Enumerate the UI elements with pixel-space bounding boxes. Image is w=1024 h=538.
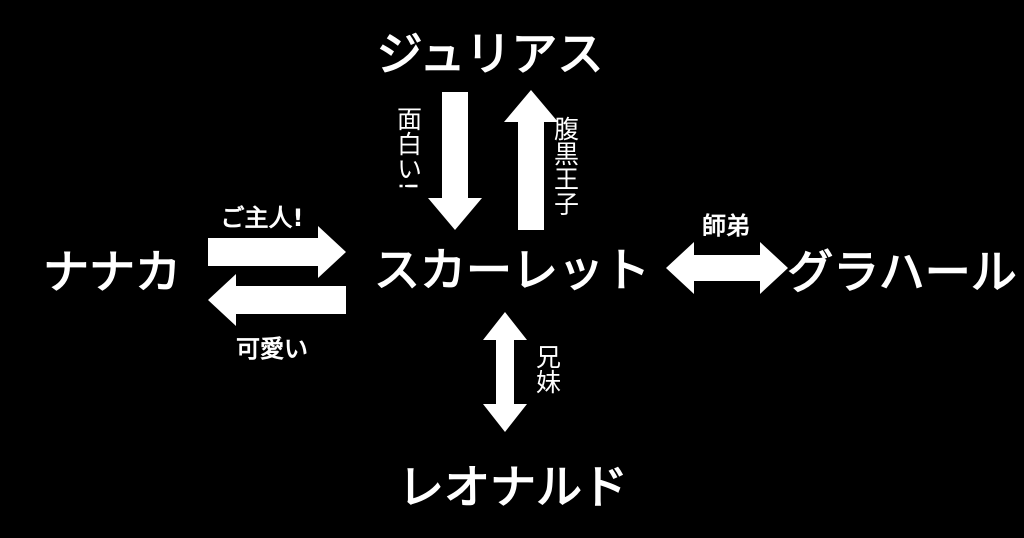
label-scarlet-to-nanaka: 可愛い <box>236 335 308 363</box>
arrow-scarlet-leonard-shape <box>483 312 527 432</box>
node-grahal: グラハール <box>787 245 1017 299</box>
label-scarlet-leonard: 兄妹 <box>533 344 562 394</box>
node-julius: ジュリアス <box>377 27 604 81</box>
arrow-julius-to-scarlet <box>428 92 482 230</box>
node-leonard: レオナルド <box>398 460 628 514</box>
label-scarlet-grahal: 師弟 <box>702 212 750 240</box>
node-nanaka: ナナカ <box>43 245 181 299</box>
arrow-scarlet-to-julius <box>504 90 558 230</box>
label-julius-to-scarlet: 面白い! <box>394 106 423 191</box>
label-nanaka-to-scarlet: ご主人! <box>221 204 304 232</box>
node-scarlet: スカーレット <box>374 243 650 297</box>
arrow-scarlet-grahal <box>666 242 788 294</box>
arrow-scarlet-to-nanaka <box>208 274 346 326</box>
arrow-nanaka-to-scarlet <box>208 226 346 278</box>
label-scarlet-to-julius: 腹黒王子 <box>551 116 580 216</box>
